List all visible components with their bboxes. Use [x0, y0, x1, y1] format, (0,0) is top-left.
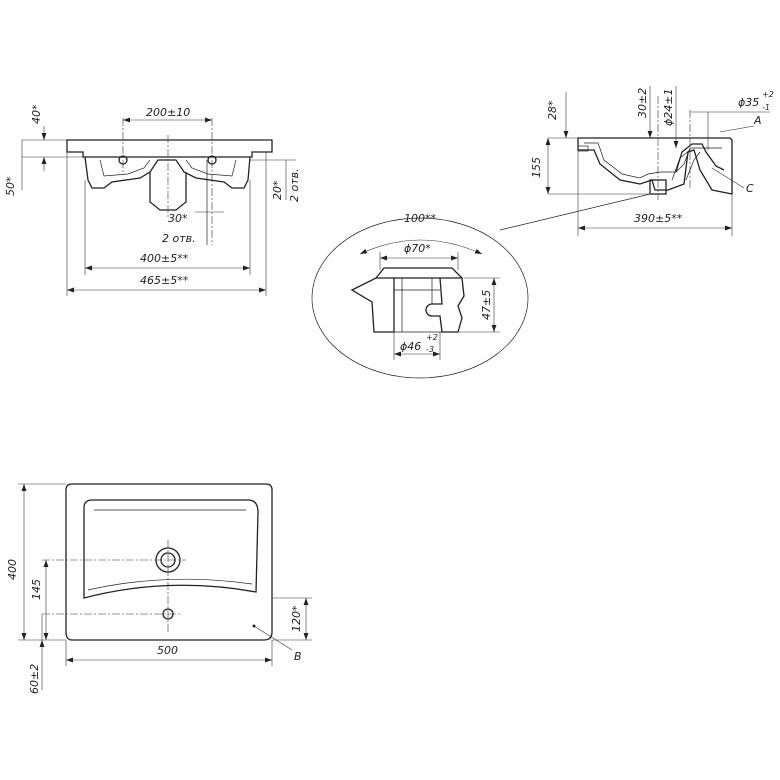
label-2-holes-bottom: 2 отв. — [162, 232, 196, 245]
front-basin — [84, 156, 251, 189]
dim-70: ϕ70* — [404, 242, 431, 255]
dim-width-400: 400±5** — [140, 252, 189, 265]
dim-height-50: 50* — [4, 176, 17, 196]
dim-width-465: 465±5** — [140, 274, 189, 287]
dim-47: 47±5 — [480, 290, 493, 320]
detail-section-right — [425, 277, 465, 333]
dim-400: 400 — [6, 559, 19, 580]
dim-28: 28* — [546, 100, 559, 120]
dim-46: ϕ46 — [400, 340, 421, 353]
label-2-holes-right: 2 отв. — [288, 168, 301, 202]
detail-view: 100** ϕ70* 47±5 ϕ46 +2 -3 — [311, 212, 529, 379]
top-bowl — [83, 499, 259, 599]
dim-100: 100** — [404, 212, 436, 225]
dim-hole-spacing: 200±10 — [146, 106, 190, 119]
top-view: 400 145 60±2 500 120* B — [6, 483, 312, 694]
dim-60: 60±2 — [28, 664, 41, 694]
dim-46-tol-lower: -3 — [426, 345, 434, 354]
dim-155: 155 — [530, 157, 543, 178]
dim-30: 30±2 — [636, 88, 649, 118]
dim-height-40: 40* — [30, 104, 43, 124]
dim-500: 500 — [157, 644, 178, 657]
front-view: 200±10 40* 50* 20* 2 отв. 30* 2 отв. 400… — [4, 104, 301, 296]
dim-145: 145 — [30, 579, 43, 600]
side-profile-outer — [577, 137, 733, 195]
label-C: C — [746, 182, 754, 195]
dim-angle-20: 20* — [271, 180, 284, 200]
dim-angle-30: 30* — [168, 212, 188, 225]
dim-24: ϕ24±1 — [662, 89, 675, 126]
label-A: A — [753, 114, 762, 127]
dim-120: 120* — [290, 605, 303, 632]
dim-390: 390±5** — [634, 212, 683, 225]
dim-35-tol-upper: +2 — [762, 90, 774, 99]
dim-35-tol-lower: -1 — [762, 103, 770, 112]
dim-46-tol-upper: +2 — [426, 333, 438, 342]
dim-35: ϕ35 — [738, 96, 759, 109]
detail-ellipse — [311, 217, 529, 379]
detail-section-left — [350, 277, 395, 333]
front-rim — [66, 139, 273, 158]
side-view: 28* 155 30±2 ϕ24±1 ϕ35 +2 -1 A C 390±5** — [499, 86, 774, 236]
top-outline — [65, 483, 273, 641]
label-B: B — [294, 650, 302, 663]
